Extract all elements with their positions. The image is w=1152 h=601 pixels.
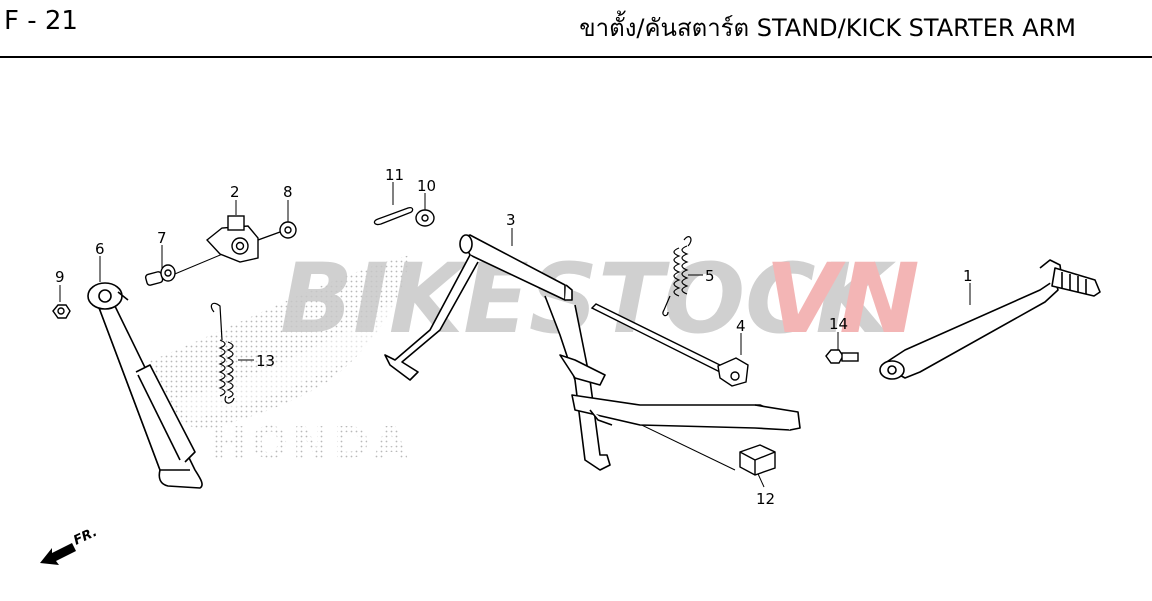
pivot-bolt xyxy=(144,264,176,286)
nut-small xyxy=(279,221,297,239)
watermark: BIKESTOCK VN xyxy=(280,243,920,355)
header: F - 21 ขาตั้ง/คันสตาร์ต STAND/KICK START… xyxy=(0,0,1152,58)
page-title: ขาตั้ง/คันสตาร์ต STAND/KICK STARTER ARM xyxy=(579,14,1076,42)
callout-7: 7 xyxy=(157,229,167,247)
watermark-text-dark: BIKESTOCK xyxy=(280,243,897,355)
side-stand-spring xyxy=(210,302,235,404)
watermark-text-red: VN xyxy=(765,243,920,355)
side-stand-switch xyxy=(205,215,281,263)
callout-10: 10 xyxy=(417,177,436,195)
nut xyxy=(52,304,71,319)
cotter-pin xyxy=(373,206,414,226)
rubber-stopper xyxy=(739,444,776,476)
direction-label: FR. xyxy=(71,525,99,549)
callout-11: 11 xyxy=(385,166,404,184)
callout-13: 13 xyxy=(256,352,275,370)
callout-4: 4 xyxy=(736,317,746,335)
side-stand xyxy=(87,282,203,489)
callout-3: 3 xyxy=(506,211,516,229)
callout-14: 14 xyxy=(829,315,848,333)
front-direction-arrow-icon: FR. xyxy=(40,525,100,565)
honda-logo-text: HONDA xyxy=(210,418,412,469)
leader-lines xyxy=(59,182,971,488)
callout-1: 1 xyxy=(963,267,973,285)
main-stand-spring xyxy=(662,236,692,317)
stand-shaft xyxy=(590,303,749,387)
callout-12: 12 xyxy=(756,490,775,508)
honda-wing-logo: HONDA xyxy=(140,255,412,469)
main-stand xyxy=(384,234,801,471)
callout-2: 2 xyxy=(230,183,240,201)
callout-8: 8 xyxy=(283,183,293,201)
washer xyxy=(415,209,435,227)
callout-5: 5 xyxy=(705,267,715,285)
page-code: F - 21 xyxy=(4,6,78,36)
kick-arm-bolt xyxy=(825,349,859,364)
kick-starter-arm xyxy=(879,259,1101,380)
callouts: 1 2 3 4 5 6 7 8 9 10 11 12 13 14 xyxy=(55,166,973,508)
callout-9: 9 xyxy=(55,268,65,286)
callout-6: 6 xyxy=(95,240,105,258)
